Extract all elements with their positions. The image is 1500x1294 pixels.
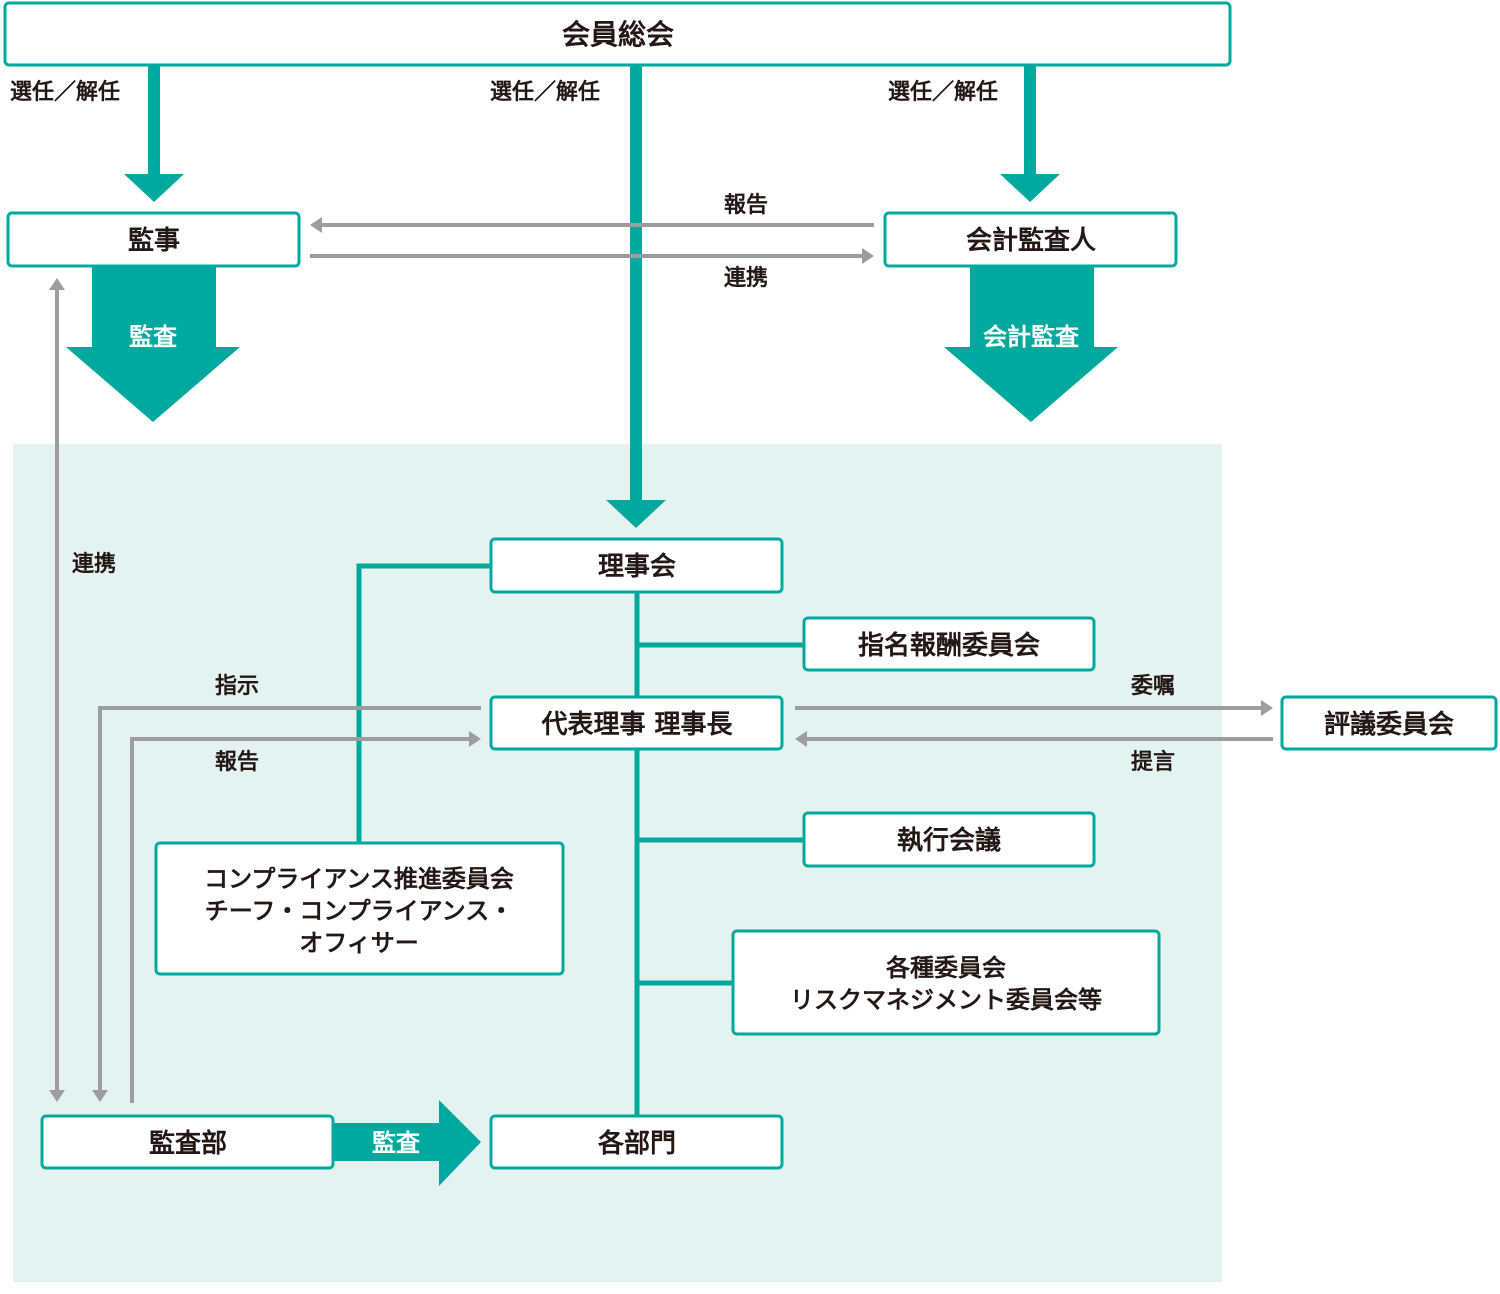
report-label-top: 報告: [724, 192, 768, 218]
proposal-arrow: [795, 731, 1273, 747]
compliance-box: コンプライアンス推進委員会 チーフ・コンプライアンス・ オフィサー: [154, 841, 565, 976]
council-box: 評議委員会: [1280, 695, 1498, 751]
auditor-box: 監事: [6, 211, 301, 268]
collab-arrow-left: [49, 278, 65, 1102]
president-label: 代表理事 理事長: [540, 710, 733, 740]
departments-label: 各部門: [597, 1128, 676, 1159]
audit-arrow-accounting-auditor: [944, 266, 1118, 422]
nomination-committee-box: 指名報酬委員会: [802, 616, 1096, 672]
accounting-auditor-box: 会計監査人: [883, 211, 1178, 268]
appoint-arrow-auditor: [124, 66, 184, 202]
committees-label-line1: 各種委員会: [885, 954, 1006, 982]
auditor-label: 監事: [128, 225, 180, 256]
audit-dept-box: 監査部: [40, 1114, 335, 1170]
nomination-committee-label: 指名報酬委員会: [858, 630, 1040, 661]
executive-meeting-label: 執行会議: [897, 825, 1001, 856]
committees-box: 各種委員会 リスクマネジメント委員会等: [731, 929, 1161, 1036]
compliance-label-line2: チーフ・コンプライアンス・: [205, 897, 513, 925]
audit-dept-label: 監査部: [149, 1128, 227, 1159]
appoint-arrow-accounting-auditor: [1000, 66, 1060, 202]
president-box: 代表理事 理事長: [489, 695, 784, 751]
instruct-arrow: [92, 706, 481, 1102]
appoint-label-right: 選任／解任: [888, 79, 998, 105]
general-meeting-label: 会員総会: [562, 18, 674, 51]
appoint-label-left: 選任／解任: [10, 79, 120, 105]
audit-label-right: 会計監査: [983, 323, 1079, 351]
accounting-auditor-label: 会計監査人: [966, 225, 1096, 256]
commission-arrow: [795, 700, 1273, 716]
collab-label-left: 連携: [72, 551, 116, 577]
audit-arrow-departments: [334, 1100, 481, 1186]
general-meeting-box: 会員総会: [3, 1, 1232, 67]
collab-label-top: 連携: [724, 265, 768, 291]
executive-meeting-box: 執行会議: [802, 811, 1096, 868]
compliance-label-line1: コンプライアンス推進委員会: [204, 865, 514, 893]
board-compliance-line: [356, 563, 491, 843]
departments-box: 各部門: [489, 1114, 784, 1170]
audit-label-bottom: 監査: [372, 1129, 420, 1157]
board-box: 理事会: [489, 537, 784, 594]
commission-label: 委嘱: [1131, 674, 1175, 699]
collab-arrow-top: [310, 248, 874, 264]
proposal-label: 提言: [1131, 749, 1175, 775]
instruct-label: 指示: [215, 674, 259, 699]
report-arrow-top: [310, 217, 874, 233]
report-arrow-bottom: [130, 731, 481, 1103]
report-label-bottom: 報告: [215, 749, 259, 775]
committees-label-line2: リスクマネジメント委員会等: [790, 986, 1102, 1014]
board-label: 理事会: [598, 552, 676, 582]
appoint-label-center: 選任／解任: [490, 79, 600, 105]
compliance-label-line3: オフィサー: [299, 929, 419, 957]
audit-label-left: 監査: [129, 323, 177, 351]
appoint-arrow-board: [606, 66, 666, 528]
council-label: 評議委員会: [1324, 709, 1454, 740]
audit-arrow-auditor: [66, 266, 240, 422]
